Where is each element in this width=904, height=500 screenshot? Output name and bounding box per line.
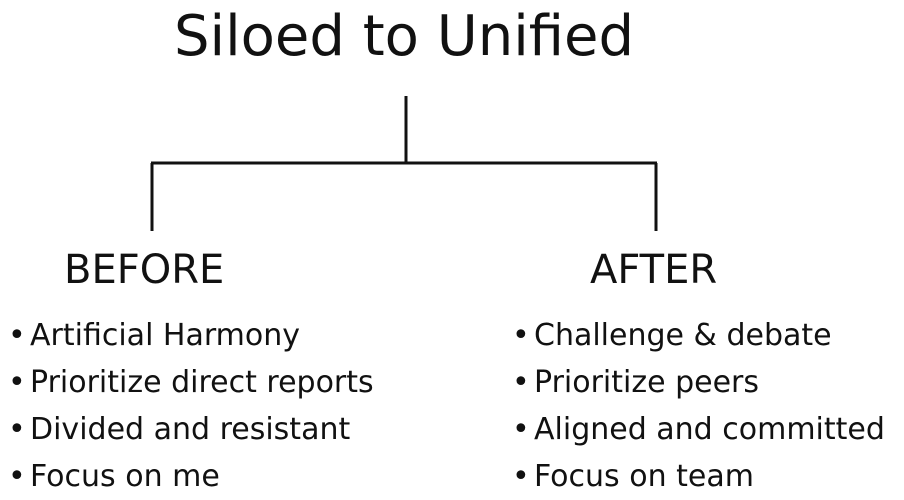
- before-list: •Artificial Harmony •Prioritize direct r…: [8, 312, 374, 500]
- list-item: •Aligned and committed: [512, 406, 885, 453]
- list-item: •Focus on team: [512, 453, 885, 500]
- bullet-icon: •: [512, 318, 530, 353]
- diagram-title: Siloed to Unified: [173, 4, 635, 69]
- after-heading: AFTER: [590, 247, 718, 293]
- bullet-icon: •: [8, 365, 26, 400]
- bullet-icon: •: [8, 412, 26, 447]
- list-item: •Prioritize peers: [512, 359, 885, 406]
- bullet-icon: •: [8, 318, 26, 353]
- bullet-icon: •: [8, 459, 26, 494]
- after-list: •Challenge & debate •Prioritize peers •A…: [512, 312, 885, 500]
- list-item: •Divided and resistant: [8, 406, 374, 453]
- list-item: •Challenge & debate: [512, 312, 885, 359]
- before-heading: BEFORE: [64, 247, 225, 293]
- bullet-icon: •: [512, 412, 530, 447]
- list-item: •Focus on me: [8, 453, 374, 500]
- bullet-icon: •: [512, 459, 530, 494]
- bullet-icon: •: [512, 365, 530, 400]
- list-item: •Artificial Harmony: [8, 312, 374, 359]
- list-item: •Prioritize direct reports: [8, 359, 374, 406]
